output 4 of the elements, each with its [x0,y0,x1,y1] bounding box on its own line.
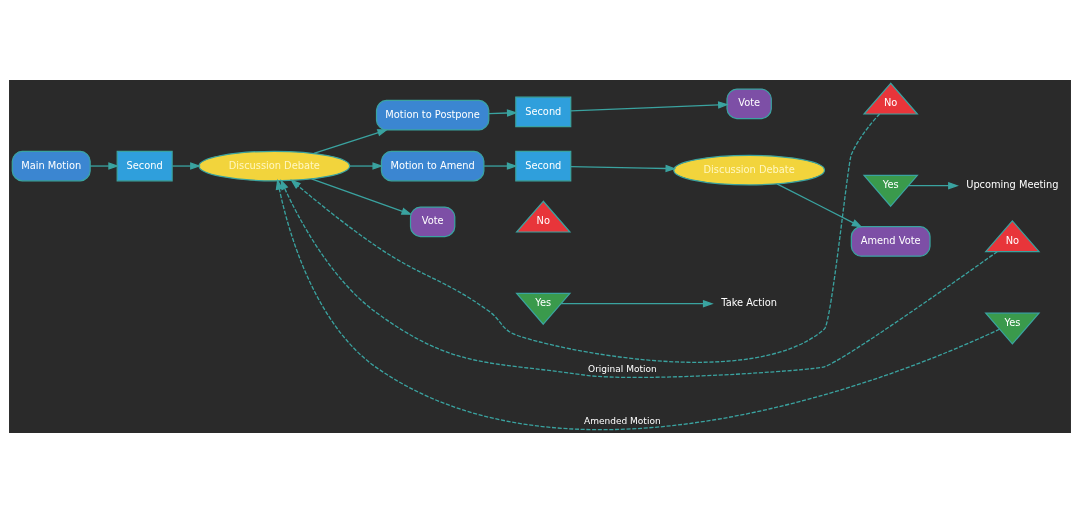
node-text: Take Action [721,296,777,308]
edge-label: Original Motion [588,363,657,374]
node-text: Upcoming Meeting [966,178,1059,190]
edge-label: Amended Motion [584,415,661,426]
